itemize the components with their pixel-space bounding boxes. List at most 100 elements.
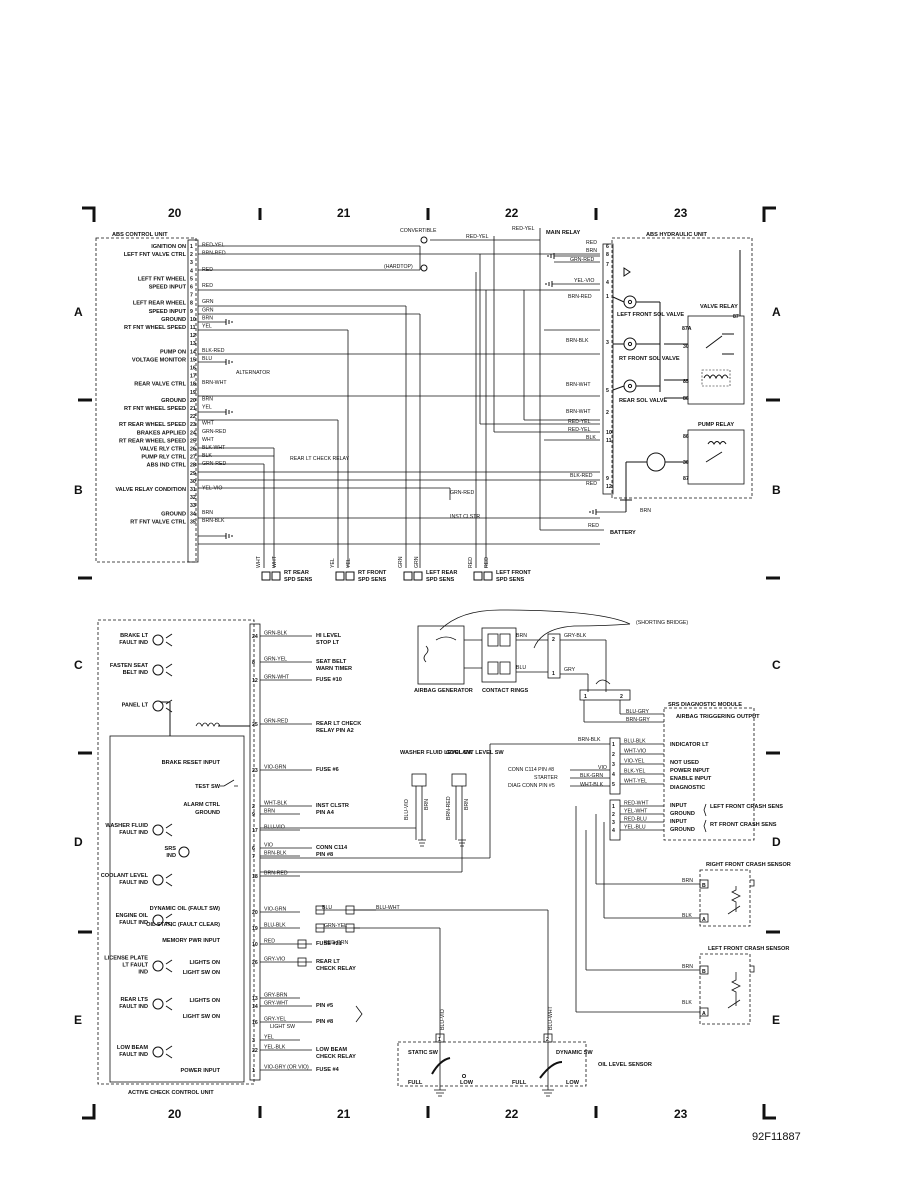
lf-crash-sensor-label: LEFT FRONT CRASH SENSOR	[708, 946, 789, 952]
abs-pin-wire: GRN	[202, 299, 214, 305]
abs-pin-wire: BRN-WHT	[202, 380, 227, 386]
valve-relay-label: VALVE RELAY	[700, 304, 738, 310]
acc-inner-label: LIGHT SW ON	[183, 970, 220, 976]
srs-brn-blk-wire: BRN-BLK	[578, 737, 601, 743]
acc-pin-number: 6	[252, 846, 255, 852]
hardtop-label: (HARDTOP)	[384, 264, 413, 270]
acc-pin-wire: YEL-BLK	[264, 1045, 286, 1051]
alternator-label: ALTERNATOR	[236, 370, 270, 376]
lf-pin-a: A	[702, 1011, 706, 1017]
acc-indicator-label: LICENSE PLATE	[104, 956, 148, 962]
hyd-red-wire-2: RED	[586, 481, 597, 487]
crash-input-1: INPUT	[670, 803, 687, 809]
acc-pin-wire: GRY-BRN	[264, 993, 288, 999]
lamp-ray-icon	[165, 633, 173, 647]
abs-pin-number: 30	[190, 479, 196, 485]
acc-pin-destination: FUSE #21	[316, 941, 342, 947]
power-input-label: POWER INPUT	[670, 768, 710, 774]
abs-pin-label: PUMP RLY CTRL	[141, 455, 186, 461]
acc-pin-destination: FUSE #6	[316, 767, 339, 773]
acc-inner-label: TEST SW	[195, 784, 221, 790]
srs-pin-wire: BLK-YEL	[624, 769, 645, 775]
indicator-lamp-icon	[152, 634, 164, 646]
rear-sol-label: REAR SOL VALVE	[619, 398, 667, 404]
acc-pin-number: 1	[252, 1068, 255, 1074]
acc-pin-wire: VIO-GRN	[264, 907, 286, 913]
spd-sensor-pin	[335, 571, 345, 581]
acc-pin-destination: FUSE #4	[316, 1067, 340, 1073]
acc-pin-number: 9	[252, 812, 255, 818]
abs-pin-wire: YEL-VIO	[202, 486, 222, 492]
abs-pin-label: RT FNT VALVE CTRL	[130, 519, 186, 525]
airbag-output-label: AIRBAG TRIGGERING OUTPUT	[676, 714, 760, 720]
static-full-label: FULL	[408, 1080, 423, 1086]
acc-pin-wire: GRN-RED	[264, 719, 288, 725]
hyd-red-wire: RED	[586, 240, 597, 246]
acc-pin-wire: VIO-GRN	[264, 765, 286, 771]
acc-inner-label: BRAKE RESET INPUT	[162, 760, 221, 766]
rf-crash-sensor-box	[699, 869, 751, 927]
abs-pin-wire: GRN-RED	[202, 429, 226, 435]
indicator-lamp-icon	[152, 1046, 164, 1058]
acc-indicator-label: COOLANT LEVEL	[101, 873, 149, 879]
rt-front-sol-label: RT FRONT SOL VALVE	[619, 356, 680, 362]
contact-rings-box	[481, 627, 517, 683]
hyd-pin-number: 4	[606, 280, 609, 286]
abs-pin-wire: BRN-BLK	[202, 518, 225, 524]
acc-pin-number: 8	[252, 660, 255, 666]
acc-inner-label: POWER INPUT	[181, 1068, 221, 1074]
abs-pin-wire: RED-YEL	[202, 243, 225, 249]
static-sw-label: STATIC SW	[408, 1050, 439, 1056]
spd-sensor-label: LEFT FRONT	[496, 570, 531, 576]
oil-blu-vio-wire: BLU-VIO	[440, 1009, 446, 1030]
acc-inner-label: LIGHT SW ON	[183, 1014, 220, 1020]
acc-pin-destination: CONN C114	[316, 845, 348, 851]
oil-pin-1: 1	[438, 1037, 441, 1043]
abs-pin-number: 35	[190, 519, 196, 525]
abs-pin-wire: BRN	[202, 396, 213, 402]
oil-pin-2: 2	[546, 1037, 549, 1043]
acc-pin-wire: GRN-WHT	[264, 675, 290, 681]
acc-pin-wire: VIO-GRY (OR VIO)	[264, 1065, 309, 1071]
grid-labels: 20 21 22 23 20 21 22 23 A B C D E A B C …	[74, 206, 801, 1143]
hyd-brn-red-wire: BRN-RED	[568, 294, 592, 300]
srs-pin-wire: VIO-YEL	[624, 759, 645, 765]
acc-inner-label: MEMORY PWR INPUT	[162, 938, 220, 944]
srs-module-title: SRS DIAGNOSTIC MODULE	[668, 702, 742, 708]
acc-indicator-label: ENGINE OIL	[116, 913, 149, 919]
blu-wht-wire: BLU-WHT	[376, 905, 400, 911]
diag-conn-label: DIAG CONN PIN #5	[508, 783, 555, 789]
acc-pin-number: 19	[252, 926, 258, 932]
abs-pin-label: VALVE RLY CTRL	[140, 447, 187, 453]
abs-pin-label: RT FNT WHEEL SPEED	[124, 325, 186, 331]
indicator-lamp-icon	[152, 998, 164, 1010]
abs-pin-number: 29	[190, 471, 196, 477]
col-label-23: 23	[674, 206, 688, 220]
abs-pin-label: REAR VALVE CTRL	[134, 382, 186, 388]
abs-pin-number: 11	[190, 325, 196, 331]
brn-gry-wire: BRN-GRY	[626, 717, 650, 723]
spd-sensor-wire: GRN	[414, 556, 420, 568]
washer-sw-label: WASHER FLUID LEVEL SW	[400, 750, 473, 756]
acc-pin-wire: BRN-BLK	[264, 851, 287, 857]
abs-pin-number: 31	[190, 487, 196, 493]
spd-sensor-label: RT REAR	[284, 570, 309, 576]
coolant-sw-label: COOLANT LEVEL SW	[446, 750, 504, 756]
acc-indicator-label: FAULT IND	[119, 830, 148, 836]
abs-pin-number: 19	[190, 390, 196, 396]
acc-pin-destination: PIN #5	[316, 1003, 333, 1009]
srs-blu-wire: BLU	[516, 665, 526, 671]
indicator-lamp-icon	[152, 664, 164, 676]
crash-pin-number: 1	[612, 804, 615, 810]
abs-pin-number: 12	[190, 333, 196, 339]
srs-brn-wire: BRN	[516, 633, 527, 639]
rf-pin-a: A	[702, 917, 706, 923]
row-label-a: A	[74, 305, 83, 319]
acc-pin-number: 16	[252, 1020, 258, 1026]
indicator-lamp-icon	[152, 874, 164, 886]
